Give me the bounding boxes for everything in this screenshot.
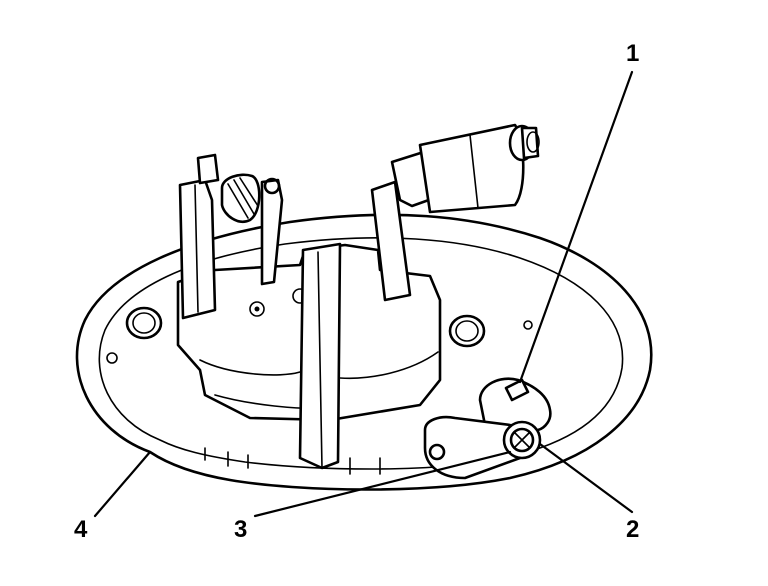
callout-3: 3	[234, 516, 248, 543]
leader-line-2	[538, 442, 634, 514]
leader-line-4	[93, 450, 152, 518]
lock-cam-assembly	[423, 377, 552, 480]
handle-lever	[298, 242, 342, 470]
left-arm-spring	[178, 153, 284, 320]
leader-line-1	[518, 70, 634, 384]
right-arm-lock-cylinder	[370, 123, 540, 302]
callout-2: 2	[626, 516, 640, 543]
leader-line-3	[253, 450, 512, 518]
callout-4: 4	[74, 516, 88, 543]
callout-1: 1	[626, 40, 640, 67]
